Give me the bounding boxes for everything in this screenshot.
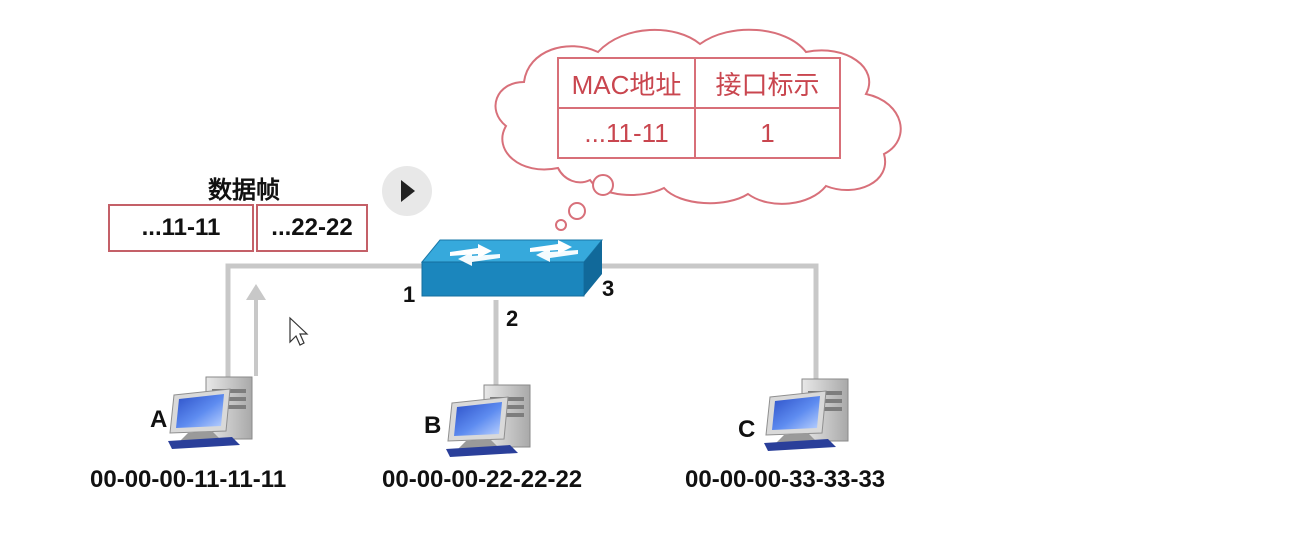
table-cell-mac: ...11-11 [557,107,696,159]
table-row: ...11-11 1 [557,107,841,159]
host-label-a: A [150,406,168,433]
table-header-row: MAC地址 接口标示 [557,57,841,109]
host-a-computer-icon [167,376,253,450]
host-label-b: B [424,412,442,439]
link-port-3 [596,263,819,380]
play-icon [401,180,415,202]
mouse-cursor-icon [289,316,309,346]
host-mac-c: 00-00-00-33-33-33 [685,466,886,493]
frame-title: 数据帧 [208,177,280,204]
table-header-port: 接口标示 [694,57,841,109]
switch-icon [420,239,604,297]
link-port-1 [225,263,424,378]
host-mac-a: 00-00-00-11-11-11 [90,466,287,493]
frame-cell-dst: ...11-11 [108,204,254,252]
play-button[interactable] [382,166,432,216]
port-label-3: 3 [602,276,615,301]
frame-cell-src: ...22-22 [256,204,368,252]
host-mac-b: 00-00-00-22-22-22 [382,466,583,493]
port-label-2: 2 [506,306,519,331]
host-b-computer-icon [445,384,531,458]
table-cell-port: 1 [694,107,841,159]
host-label-c: C [738,416,756,443]
mac-address-table: MAC地址 接口标示 ...11-11 1 [557,57,841,159]
table-header-mac: MAC地址 [557,57,696,109]
host-c-computer-icon [763,378,849,452]
port-label-1: 1 [403,282,416,307]
up-arrow-icon [246,284,266,376]
